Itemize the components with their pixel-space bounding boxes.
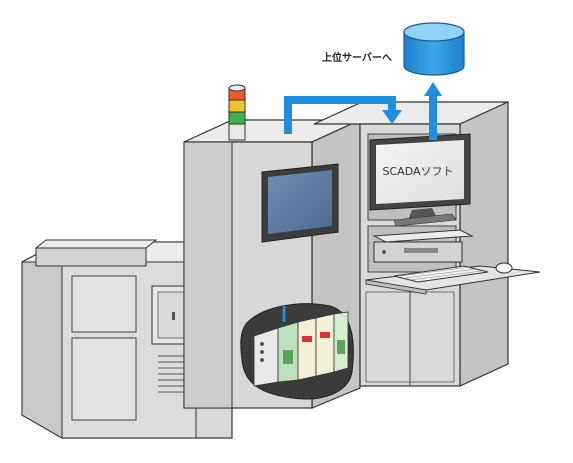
pc-unit bbox=[372, 229, 474, 263]
upper-server-label: 上位サーバーへ bbox=[322, 51, 392, 64]
mouse-icon bbox=[495, 262, 513, 274]
monitor-icon: SCADAソフト bbox=[369, 133, 471, 227]
arrowhead-down bbox=[382, 110, 402, 124]
arrow-cabinet-to-pc bbox=[284, 96, 396, 134]
process-machine bbox=[21, 239, 234, 439]
signal-tower-icon bbox=[228, 84, 246, 141]
arrow-pc-to-server bbox=[429, 94, 437, 140]
data-flow-arrows bbox=[284, 82, 442, 140]
plc-cutaway bbox=[240, 303, 354, 400]
database-icon bbox=[403, 22, 465, 76]
keyboard-icon bbox=[393, 265, 489, 283]
touch-panel-icon bbox=[261, 163, 339, 243]
scada-software-label: SCADAソフト bbox=[383, 165, 454, 178]
plc-icon bbox=[253, 311, 349, 387]
arrowhead-up bbox=[424, 82, 442, 96]
